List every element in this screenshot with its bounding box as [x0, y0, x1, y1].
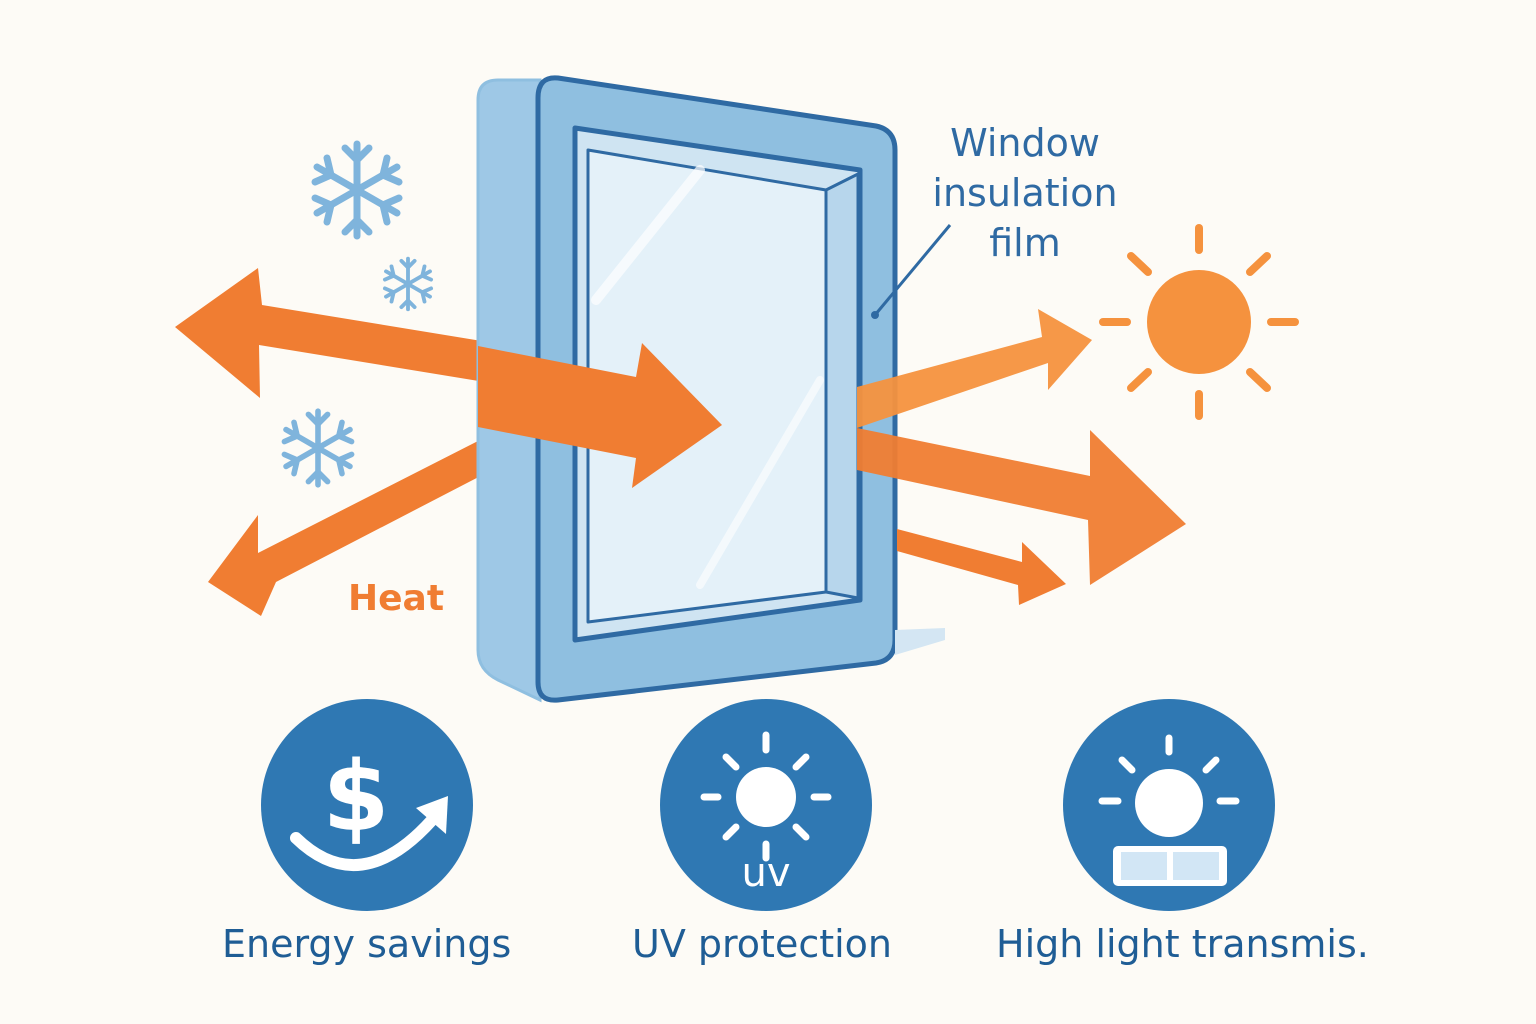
feature-label-light-transmission: High light transmis. — [996, 922, 1369, 966]
snowflake-icon — [284, 411, 351, 485]
feature-label-energy-savings: Energy savings — [222, 922, 512, 966]
heat-arrow-incoming — [478, 343, 722, 488]
window-film-label: Window insulation film — [900, 118, 1150, 268]
film-label-line: insulation — [932, 171, 1118, 215]
film-pointer-dot — [871, 311, 879, 319]
heat-label: Heat — [348, 578, 445, 619]
light-transmission-badge — [1063, 699, 1275, 911]
feature-label-uv-protection: UV protection — [632, 922, 893, 966]
film-label-line: Window — [950, 121, 1100, 165]
snowflake-icon — [315, 144, 399, 236]
film-label-line: film — [989, 221, 1061, 265]
heat-arrow-outgoing-upper — [175, 268, 500, 398]
dollar-sign-icon: $ — [323, 741, 390, 853]
heat-arrow-to-sun — [857, 309, 1092, 428]
uv-protection-badge: uv — [660, 699, 872, 911]
window-frame — [476, 75, 945, 703]
film-pointer-line — [873, 224, 952, 316]
heat-arrow-reflected-small — [897, 529, 1066, 605]
heat-arrow-reflected-large — [857, 428, 1186, 585]
heat-arrow-outgoing-lower — [208, 441, 494, 616]
uv-badge-text: uv — [741, 850, 790, 896]
snowflake-icon — [382, 256, 434, 312]
sun-icon — [1099, 224, 1299, 420]
energy-savings-badge: $ — [261, 699, 473, 911]
